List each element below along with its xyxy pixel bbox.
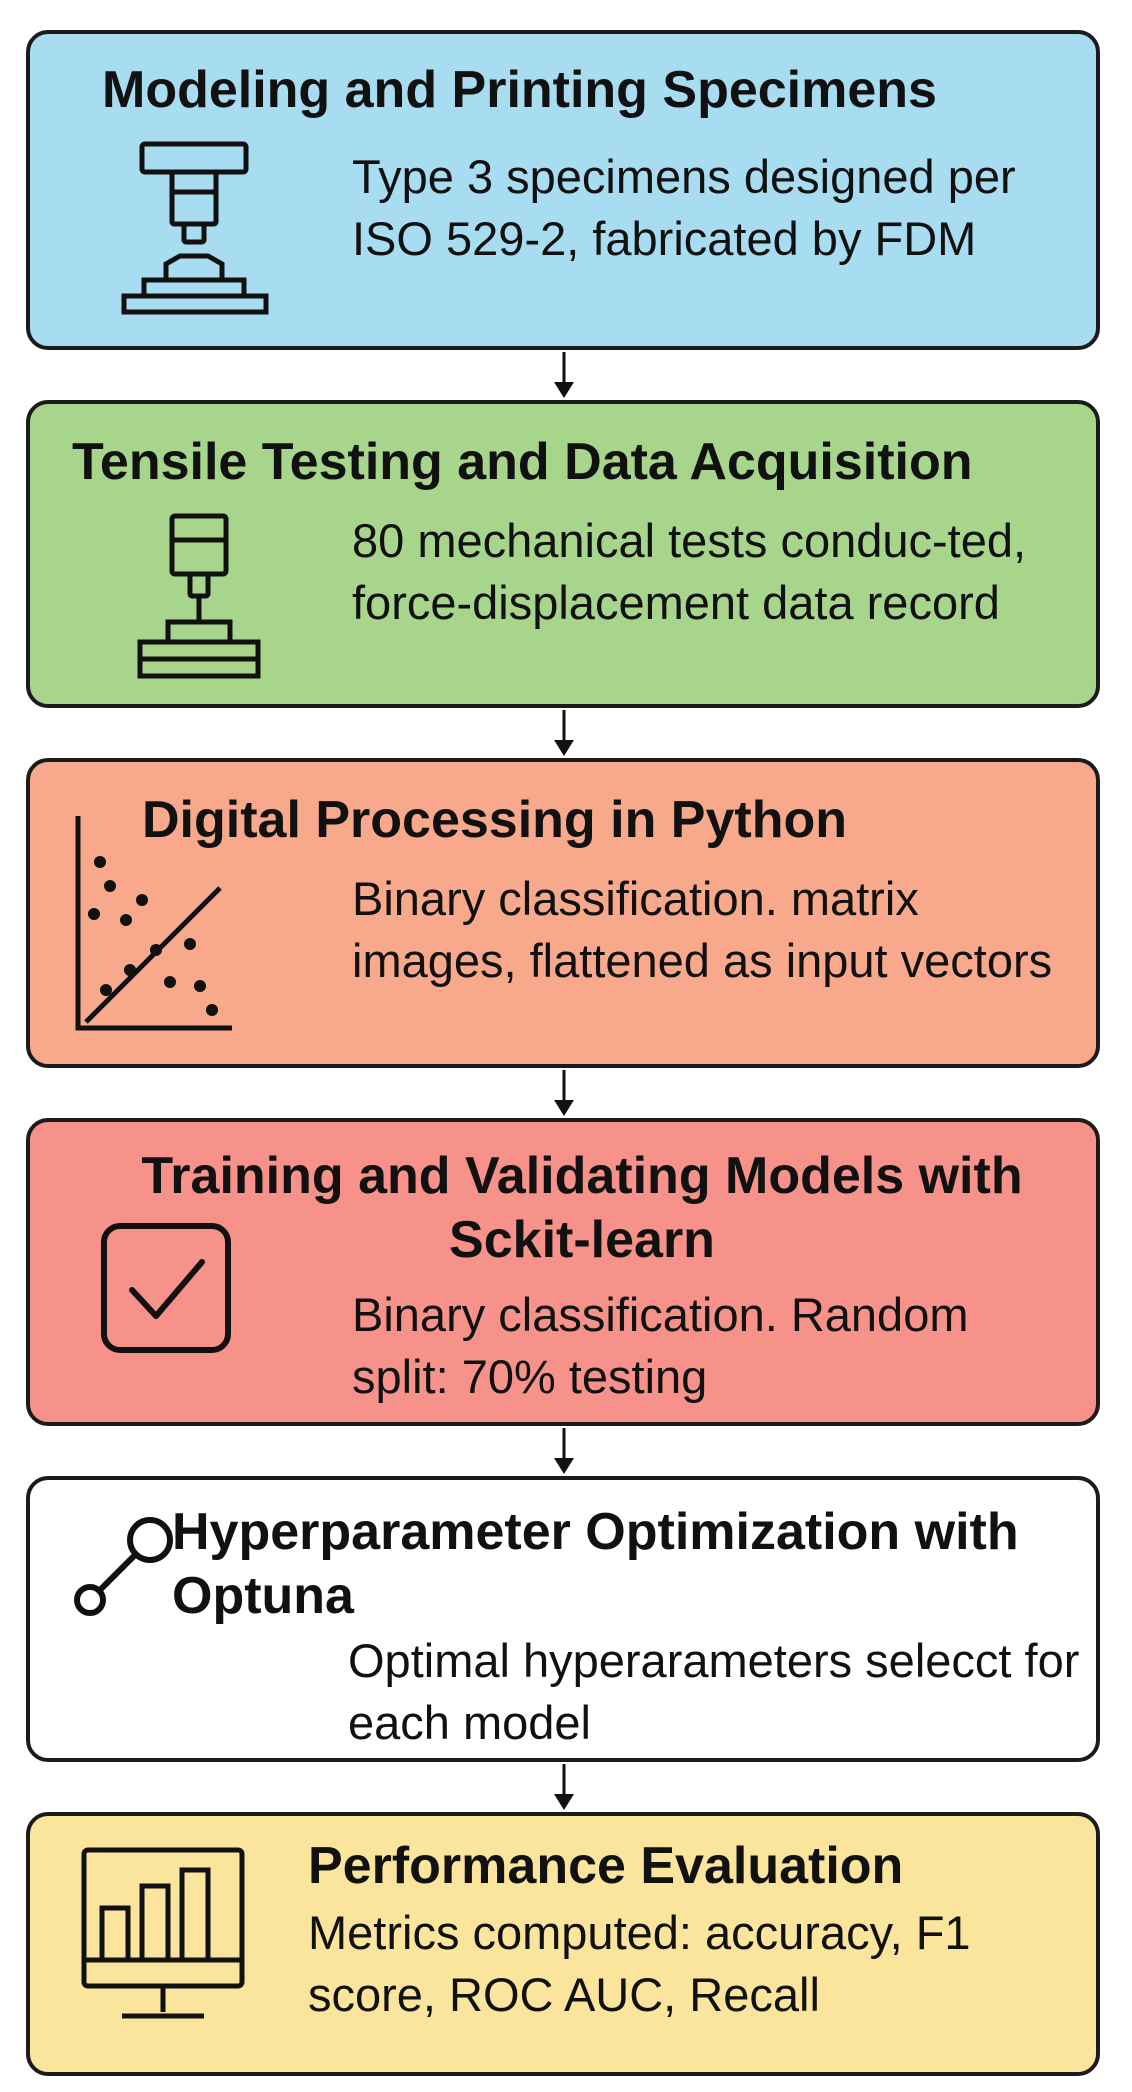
- step-2-description: 80 mechanical tests conduc-ted, force-di…: [352, 514, 1027, 629]
- step-5-description: Optimal hyperarameters selecct for each …: [348, 1634, 1080, 1749]
- arrow-4: [554, 1428, 574, 1474]
- step-1-title: Modeling and Printing Specimens: [102, 61, 937, 119]
- scatter-plot-icon: [75, 816, 232, 1031]
- step-6-description: Metrics computed: accuracy, F1 score, RO…: [308, 1906, 971, 2021]
- arrow-1: [554, 352, 574, 398]
- 3d-printer-icon: [121, 141, 269, 315]
- checkbox-icon: [101, 1223, 231, 1353]
- step-2-title: Tensile Testing and Data Acquisition: [72, 433, 973, 491]
- arrow-5: [554, 1764, 574, 1810]
- step-4-box: Training and Validating Models with Scki…: [26, 1118, 1100, 1426]
- step-5-box: Hyperparameter Optimization with Optuna …: [26, 1476, 1100, 1762]
- step-2-box: Tensile Testing and Data Acquisition 80 …: [26, 400, 1100, 708]
- tensile-tester-icon: [137, 513, 261, 679]
- arrow-3: [554, 1070, 574, 1116]
- step-6-title: Performance Evaluation: [308, 1837, 904, 1895]
- step-1-box: Modeling and Printing Specimens Type 3 s…: [26, 30, 1100, 350]
- step-5-title: Hyperparameter Optimization with Optuna: [172, 1503, 1019, 1625]
- step-6-box: Performance Evaluation Metrics computed:…: [26, 1812, 1100, 2076]
- arrow-2: [554, 710, 574, 756]
- node-link-icon: [74, 1517, 173, 1616]
- step-3-description: Binary classification. matrix images, fl…: [352, 872, 1053, 987]
- step-3-box: Digital Processing in Python Binary clas…: [26, 758, 1100, 1068]
- step-1-description: Type 3 specimens designed per ISO 529-2,…: [352, 150, 1016, 265]
- step-4-description: Binary classification. Random split: 70%…: [352, 1288, 969, 1403]
- step-4-title: Training and Validating Models with Scki…: [141, 1147, 1023, 1269]
- bar-chart-monitor-icon: [81, 1847, 245, 2019]
- step-3-title: Digital Processing in Python: [142, 791, 847, 849]
